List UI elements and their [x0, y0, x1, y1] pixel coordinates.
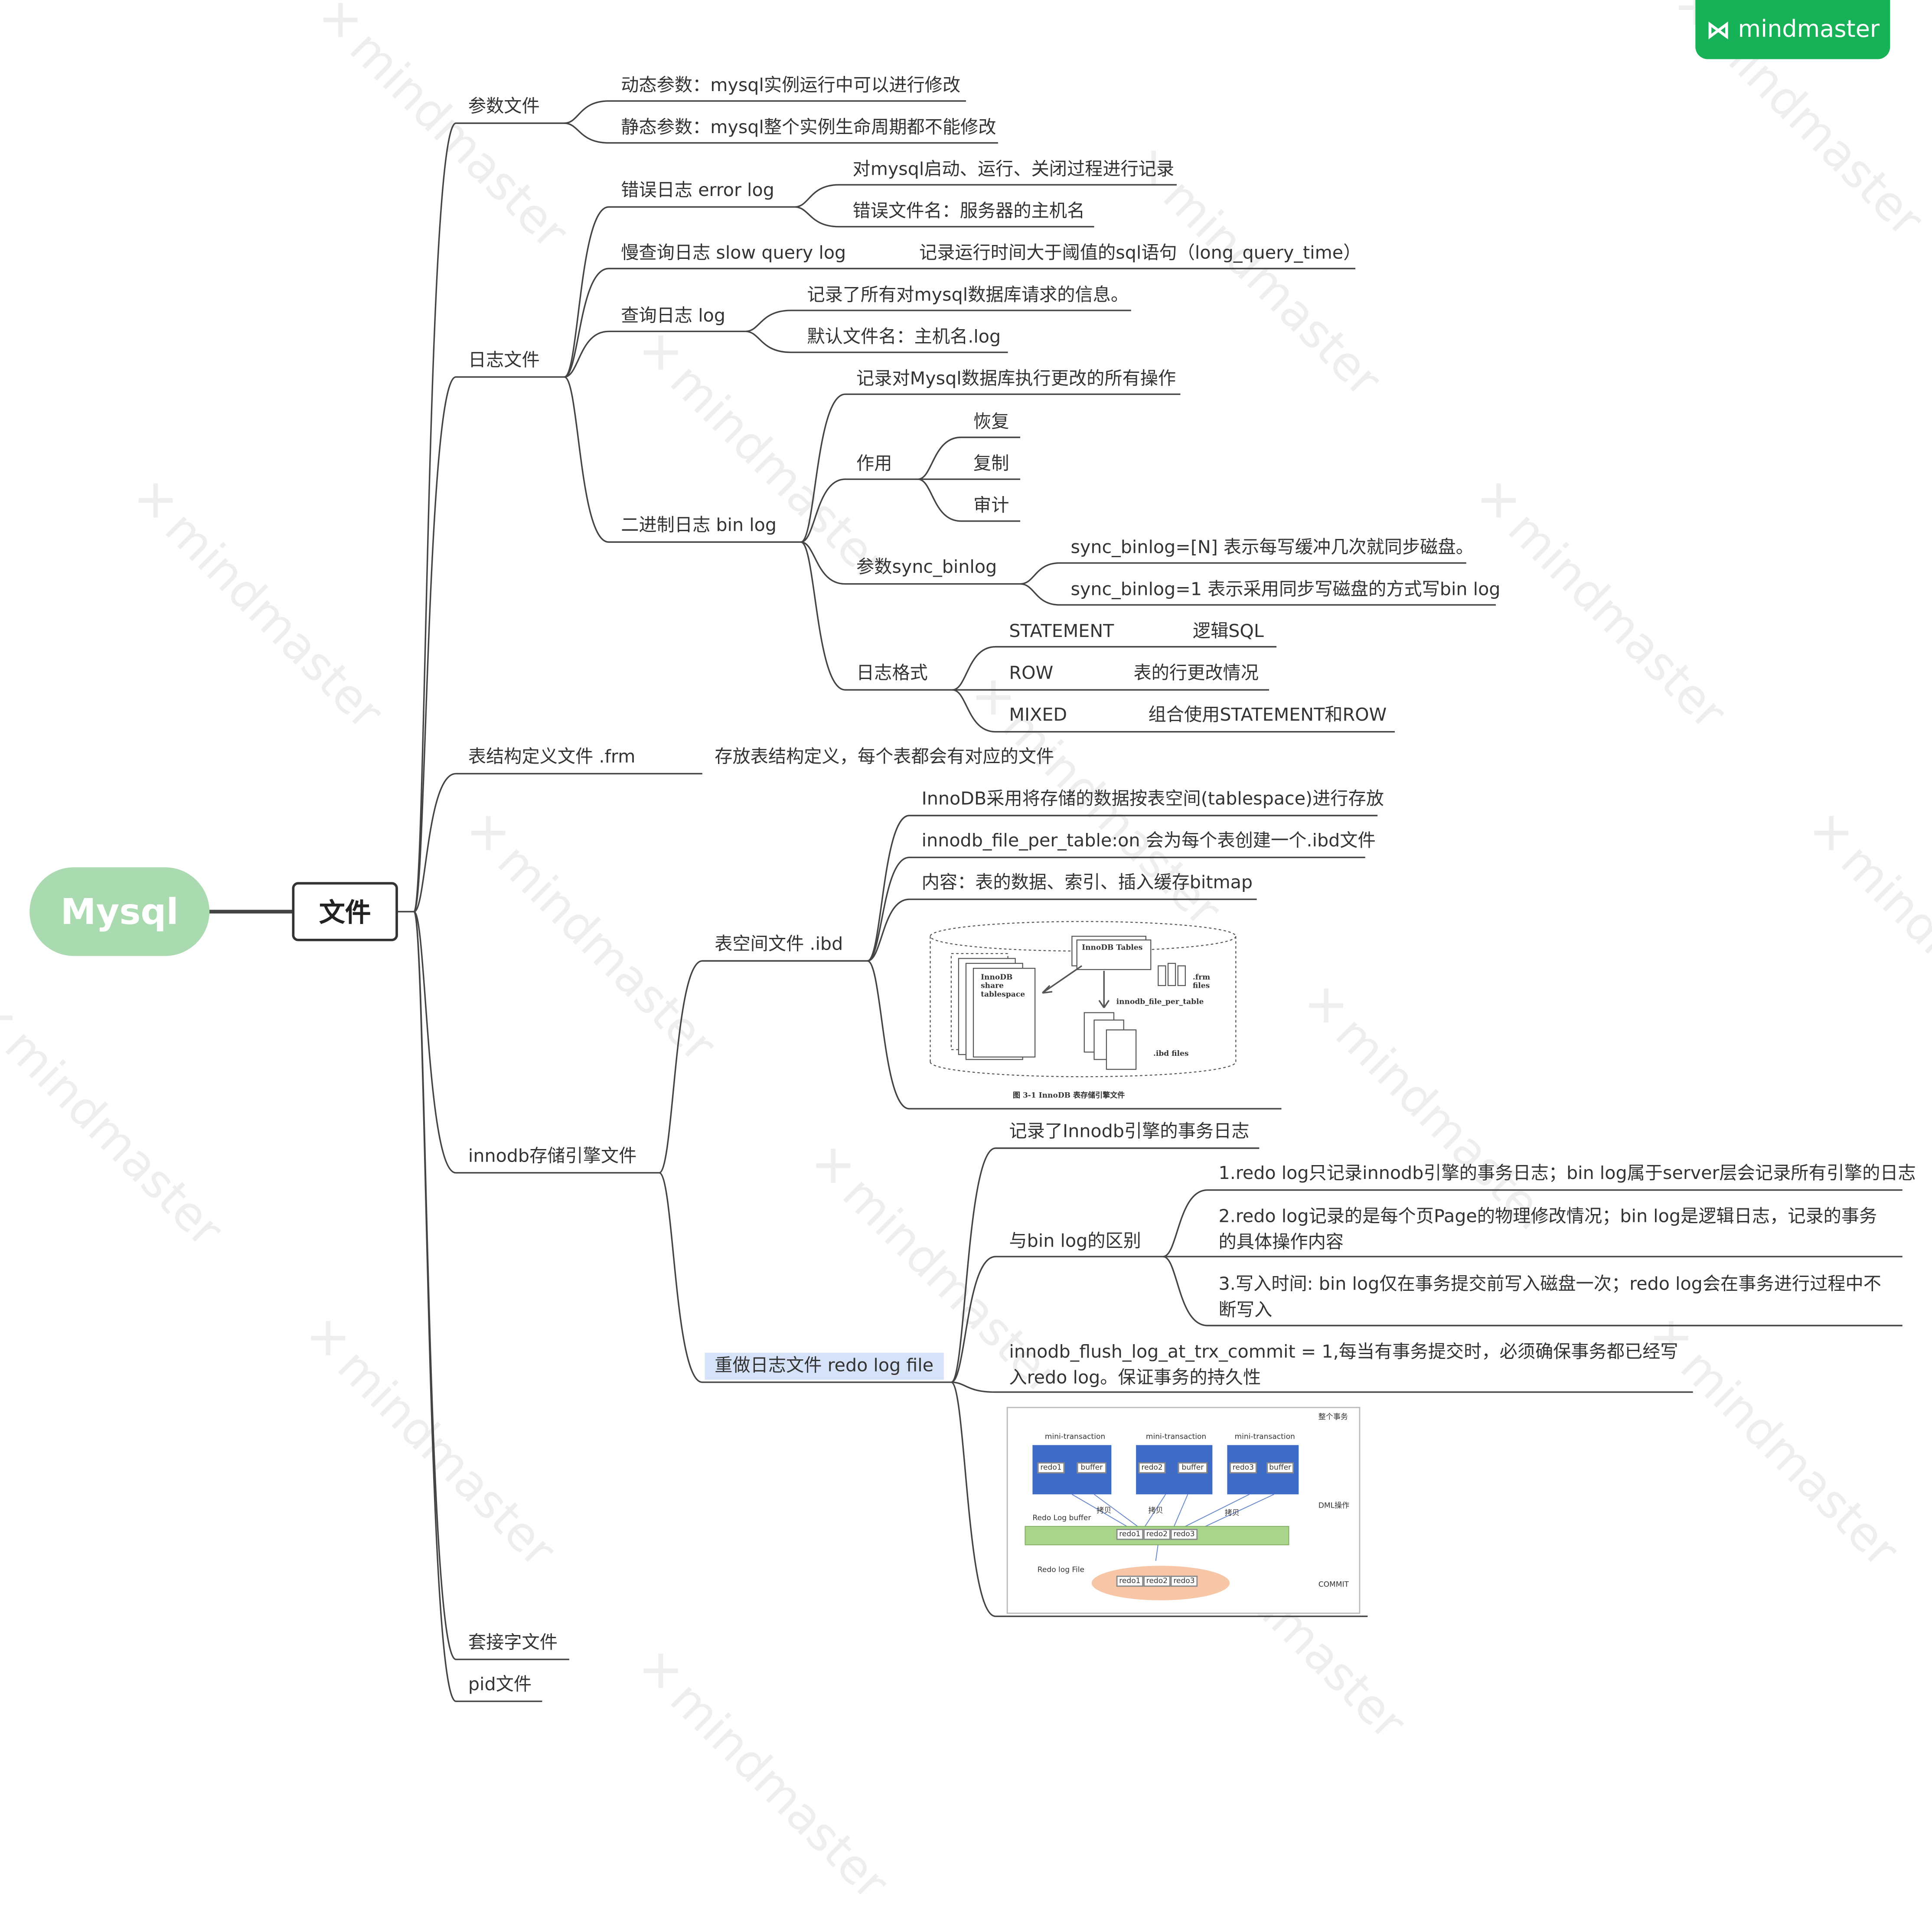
topic-slow-log-1[interactable]: 记录运行时间大于阈值的sql语句（long_query_time）	[919, 244, 1361, 264]
dml-label: DML操作	[1318, 1502, 1350, 1511]
redo-buffer-label: Redo Log buffer	[1032, 1514, 1091, 1523]
file-redo1-cell: redo1	[1116, 1575, 1144, 1587]
topic-redo-diff[interactable]: 与bin log的区别	[1009, 1232, 1141, 1252]
tablespace-ibd-label: .ibd files	[1153, 1049, 1189, 1058]
topic-query-log[interactable]: 查询日志 log	[621, 307, 726, 326]
topic-query-log-1[interactable]: 记录了所有对mysql数据库请求的信息。	[807, 286, 1129, 306]
topic-redo-1[interactable]: 记录了Innodb引擎的事务日志	[1009, 1122, 1250, 1142]
topic-ibd-1[interactable]: InnoDB采用将存储的数据按表空间(tablespace)进行存放	[921, 790, 1384, 810]
redo3-cell: redo3	[1230, 1462, 1257, 1474]
topic-sync-binlog-1[interactable]: sync_binlog=1 表示采用同步写磁盘的方式写bin log	[1070, 580, 1501, 600]
topic-redo-diff-2[interactable]: 2.redo log记录的是每个页Page的物理修改情况；bin log是逻辑日…	[1218, 1207, 1877, 1253]
topic-pid-file[interactable]: pid文件	[468, 1675, 532, 1695]
connector-lines	[209, 100, 1903, 1702]
topic-format-mixed[interactable]: MIXED	[1009, 706, 1067, 726]
mindmaster-logo: ⋈mindmaster	[1695, 0, 1890, 59]
topic-bin-use-restore[interactable]: 恢复	[973, 412, 1009, 433]
tablespace-frm-label: .frm files	[1192, 973, 1211, 991]
topic-format-row-desc[interactable]: 表的行更改情况	[1133, 664, 1259, 684]
topic-bin-use-replicate[interactable]: 复制	[973, 454, 1009, 474]
redo1-cell: redo1	[1037, 1462, 1065, 1474]
topic-format-mixed-desc[interactable]: 组合使用STATEMENT和ROW	[1148, 706, 1387, 726]
topic-query-log-2[interactable]: 默认文件名：主机名.log	[807, 327, 1001, 348]
topic-slow-log[interactable]: 慢查询日志 slow query log	[621, 244, 846, 264]
topic-ibd-3[interactable]: 内容：表的数据、索引、插入缓存bitmap	[921, 873, 1253, 893]
topic-format-row[interactable]: ROW	[1009, 664, 1054, 684]
mini-transaction-block-2: redo2 buffer	[1136, 1445, 1213, 1495]
topic-param-file[interactable]: 参数文件	[468, 97, 540, 117]
buffer-cell: buffer	[1266, 1462, 1294, 1474]
buffer-cell: buffer	[1178, 1462, 1208, 1474]
topic-redo-diff-3[interactable]: 3.写入时间: bin log仅在事务提交前写入磁盘一次；redo log会在事…	[1218, 1275, 1881, 1321]
mini-transaction-label-3: mini-transaction	[1234, 1433, 1295, 1442]
topic-frm-file-1[interactable]: 存放表结构定义，每个表都会有对应的文件	[715, 748, 1054, 768]
mini-transaction-label-1: mini-transaction	[1044, 1433, 1106, 1442]
topic-format-statement[interactable]: STATEMENT	[1009, 622, 1114, 642]
root-topic[interactable]: Mysql	[29, 867, 210, 956]
topic-bin-log-1[interactable]: 记录对Mysql数据库执行更改的所有操作	[856, 369, 1176, 389]
topic-ibd-2[interactable]: innodb_file_per_table:on 会为每个表创建一个.ibd文件	[921, 831, 1376, 852]
topic-bin-use[interactable]: 作用	[856, 454, 892, 474]
topic-sync-binlog[interactable]: 参数sync_binlog	[856, 558, 997, 578]
topic-redo-file[interactable]: 重做日志文件 redo log file	[705, 1352, 943, 1380]
topic-param-dynamic[interactable]: 动态参数：mysql实例运行中可以进行修改	[621, 76, 961, 96]
redo-log-figure: 整个事务 mini-transaction mini-transaction m…	[1006, 1407, 1361, 1614]
topic-error-log-1[interactable]: 对mysql启动、运行、关闭过程进行记录	[852, 160, 1175, 180]
mini-transaction-block-3: redo3 buffer	[1227, 1445, 1299, 1495]
topic-sync-binlog-n[interactable]: sync_binlog=[N] 表示每写缓冲几次就同步磁盘。	[1070, 538, 1474, 558]
copy-label: 拷贝	[1224, 1509, 1240, 1518]
redo-whole-transaction-label: 整个事务	[1318, 1413, 1348, 1422]
commit-label: COMMIT	[1318, 1580, 1349, 1590]
redo2-cell: redo2	[1138, 1462, 1166, 1474]
buffer-redo2-cell: redo2	[1143, 1528, 1171, 1540]
topic-ibd-file[interactable]: 表空间文件 .ibd	[715, 935, 843, 955]
tablespace-tables-label: InnoDB Tables	[1082, 944, 1143, 953]
tablespace-caption: 图 3-1 InnoDB 表存储引擎文件	[1012, 1091, 1125, 1100]
topic-error-log[interactable]: 错误日志 error log	[621, 181, 774, 201]
buffer-redo1-cell: redo1	[1116, 1528, 1144, 1540]
topic-bin-use-audit[interactable]: 审计	[973, 496, 1009, 516]
mini-transaction-block-1: redo1 buffer	[1032, 1445, 1112, 1495]
topic-redo-diff-1[interactable]: 1.redo log只记录innodb引擎的事务日志；bin log属于serv…	[1218, 1164, 1916, 1184]
tablespace-figure-graphic	[930, 921, 1237, 1077]
buffer-cell: buffer	[1077, 1462, 1106, 1474]
buffer-redo3-cell: redo3	[1170, 1528, 1198, 1540]
main-topic[interactable]: 文件	[292, 882, 398, 941]
copy-label: 拷贝	[1148, 1506, 1163, 1515]
topic-log-format[interactable]: 日志格式	[856, 664, 928, 684]
tablespace-share-label: InnoDB share tablespace	[981, 973, 1025, 999]
topic-redo-flush[interactable]: innodb_flush_log_at_trx_commit = 1,每当有事务…	[1009, 1342, 1678, 1389]
topic-log-file[interactable]: 日志文件	[468, 351, 540, 371]
tablespace-per-table-label: innodb_file_per_table	[1116, 998, 1204, 1007]
topic-frm-file[interactable]: 表结构定义文件 .frm	[468, 748, 636, 768]
topic-param-static[interactable]: 静态参数：mysql整个实例生命周期都不能修改	[621, 118, 996, 138]
mindmaster-logo-icon: ⋈	[1706, 15, 1731, 45]
file-redo2-cell: redo2	[1143, 1575, 1171, 1587]
tablespace-figure: InnoDB Tables InnoDB share tablespace .f…	[922, 917, 1245, 1104]
mini-transaction-label-2: mini-transaction	[1145, 1433, 1207, 1442]
redo-file-label: Redo log File	[1037, 1566, 1085, 1575]
topic-format-statement-desc[interactable]: 逻辑SQL	[1192, 622, 1264, 642]
topic-bin-log[interactable]: 二进制日志 bin log	[621, 516, 777, 536]
topic-error-log-2[interactable]: 错误文件名：服务器的主机名	[852, 202, 1085, 222]
copy-label: 拷贝	[1097, 1506, 1112, 1515]
topic-innodb-file[interactable]: innodb存储引擎文件	[468, 1147, 637, 1167]
file-redo3-cell: redo3	[1170, 1575, 1198, 1587]
topic-socket-file[interactable]: 套接字文件	[468, 1633, 558, 1653]
